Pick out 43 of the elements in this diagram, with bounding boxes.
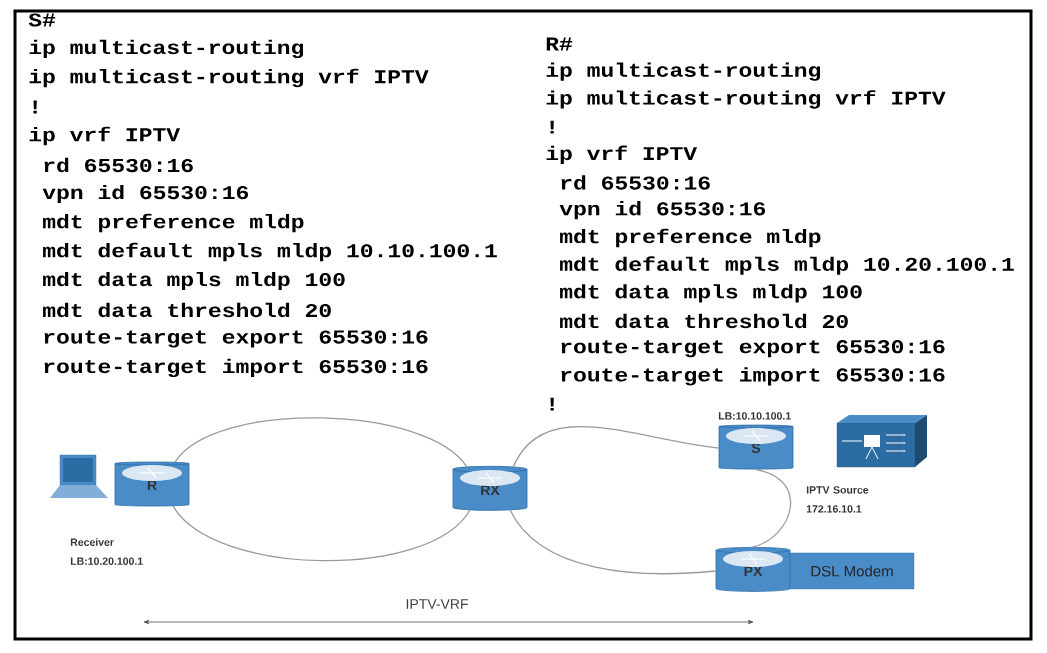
link xyxy=(512,425,720,468)
node-caption: IPTV Source 172.16.10.1 xyxy=(806,486,869,513)
config-line: mdt data mpls mldp 100 xyxy=(43,271,345,291)
config-line: ! xyxy=(33,100,37,114)
video-source-drawing xyxy=(836,415,927,468)
config-line: ip multicast-routing xyxy=(546,62,821,81)
link xyxy=(509,509,717,575)
device-box: DSL Modem xyxy=(789,552,915,590)
config-line: mdt default mpls mldp 10.20.100.1 xyxy=(560,256,1014,275)
node-label: PX xyxy=(744,566,763,576)
link xyxy=(752,468,792,548)
config-line: ip vrf IPTV xyxy=(29,126,181,146)
config-line: vpn id 65530:16 xyxy=(42,184,249,204)
config-line: ip multicast-routing xyxy=(29,39,304,59)
link xyxy=(174,417,468,468)
config-line: rd 65530:16 xyxy=(561,175,710,190)
config-line: mdt preference mldp xyxy=(43,213,304,233)
config-line: mdt preference mldp xyxy=(560,228,821,248)
config-line: route-target export 65530:16 xyxy=(44,330,428,348)
config-line: route-target import 65530:16 xyxy=(561,367,945,386)
config-line: ip vrf IPTV xyxy=(546,145,698,165)
config-line: route-target export 65530:16 xyxy=(561,340,945,358)
config-line: ip multicast-routing vrf IPTV xyxy=(29,68,429,88)
config-line: ! xyxy=(550,397,554,411)
node-caption: Receiver LB:10.20.100.1 xyxy=(70,538,143,565)
config-line: R# xyxy=(546,37,573,51)
config-line: mdt data threshold 20 xyxy=(560,313,848,329)
span-label: IPTV-VRF xyxy=(406,599,468,609)
config-line: mdt data mpls mldp 100 xyxy=(560,284,862,303)
config-line: rd 65530:16 xyxy=(44,157,193,173)
node-caption: LB:10.10.100.1 xyxy=(718,412,791,420)
router: PX xyxy=(715,547,791,592)
link xyxy=(172,505,471,562)
config-line: S# xyxy=(28,13,56,27)
laptop-drawing xyxy=(50,454,108,498)
config-line: vpn id 65530:16 xyxy=(559,201,766,220)
config-line: route-target import 65530:16 xyxy=(44,358,428,378)
config-line: mdt data threshold 20 xyxy=(43,302,331,318)
router: RX xyxy=(452,465,528,511)
config-line: ip multicast-routing vrf IPTV xyxy=(546,90,946,109)
config-line: ! xyxy=(550,120,554,134)
node-label: RX xyxy=(481,485,500,495)
config-line: mdt default mpls mldp 10.10.100.1 xyxy=(43,242,497,262)
